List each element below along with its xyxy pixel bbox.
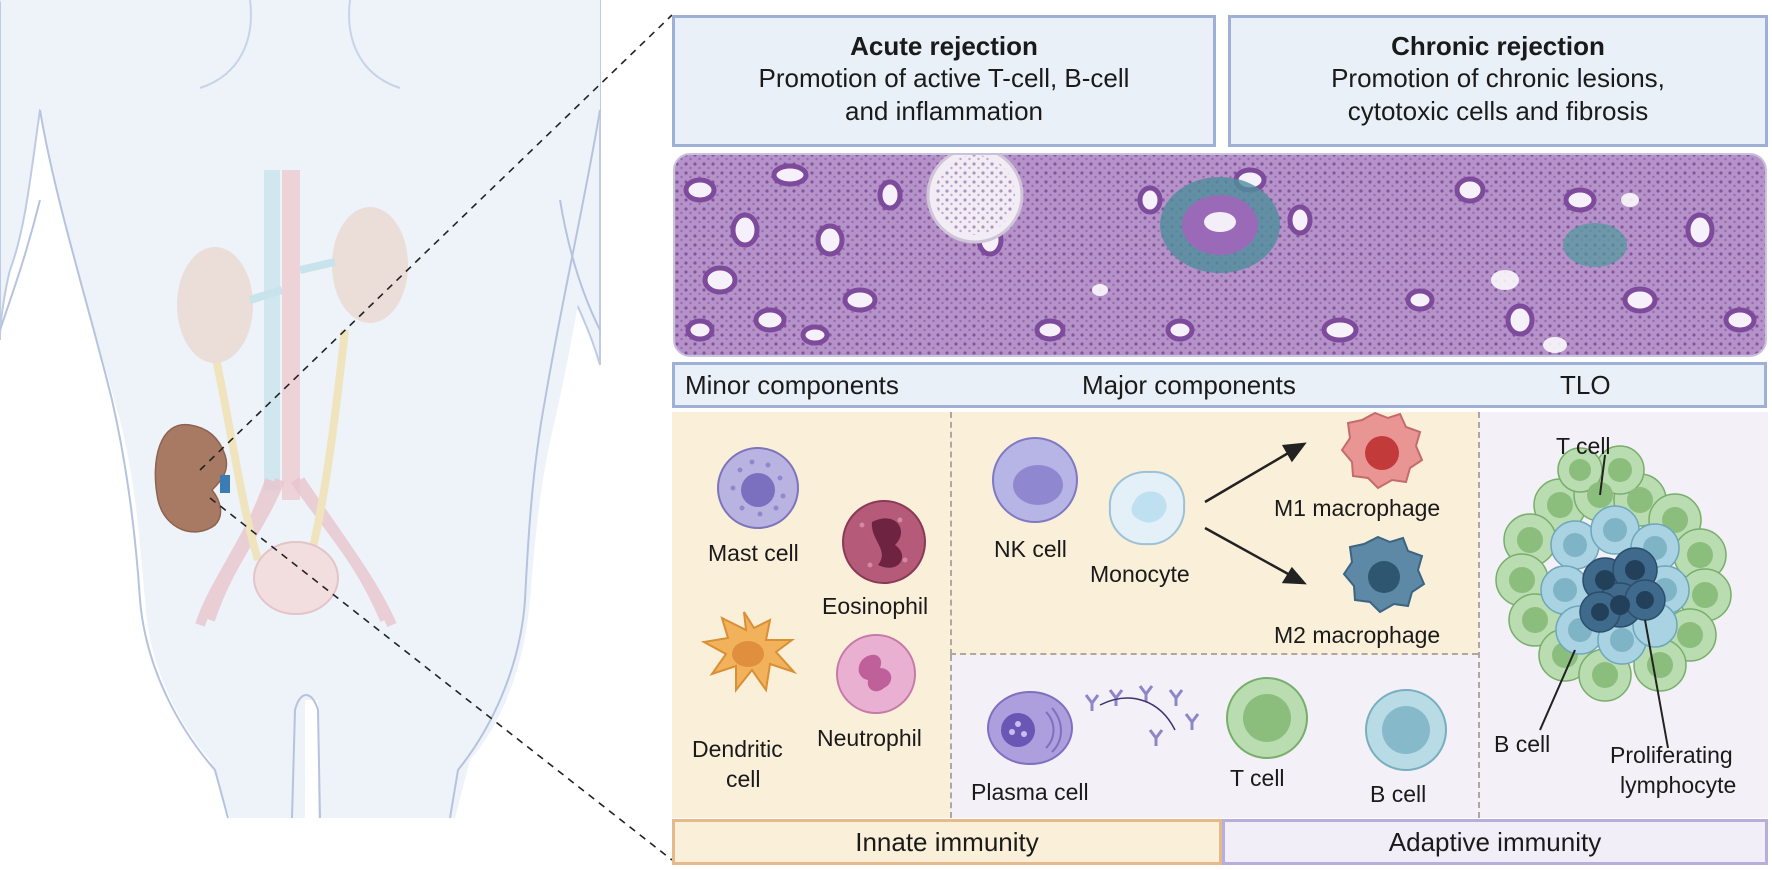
tlo-cluster: [1495, 445, 1732, 749]
plasma-cell-icon: [987, 691, 1073, 765]
tlo-t-cell-label: T cell: [1556, 433, 1611, 459]
renal-vessels: [248, 258, 336, 304]
eosinophil-label: Eosinophil: [822, 593, 929, 619]
minor-components-label: Minor components: [685, 370, 899, 400]
iliac-vessels: [195, 477, 397, 628]
nk-cell-label: NK cell: [994, 536, 1067, 562]
acute-line1: Promotion of active T-cell, B-cell: [758, 63, 1130, 93]
mast-cell-label: Mast cell: [708, 540, 799, 566]
dendritic-cell-icon: [700, 611, 798, 693]
mast-cell-icon: [717, 447, 799, 529]
m1-macrophage-label: M1 macrophage: [1274, 495, 1441, 521]
leg-gap: [291, 694, 321, 819]
body-outline-left: [39, 109, 229, 819]
proliferating-label-2: lymphocyte: [1620, 772, 1737, 798]
innate-immunity-bar: Innate immunity: [672, 819, 1222, 865]
chronic-title: Chronic rejection: [1391, 31, 1605, 61]
acute-title: Acute rejection: [850, 31, 1038, 61]
major-components-label: Major components: [1082, 370, 1296, 400]
b-cell-label: B cell: [1370, 781, 1427, 807]
monocyte-arrows: [1204, 442, 1307, 585]
t-cell-icon: [1226, 677, 1308, 759]
arm-left: [0, 199, 41, 331]
b-cell-icon: [1365, 689, 1447, 771]
m2-macrophage-label: M2 macrophage: [1274, 622, 1441, 648]
vena-cava: [264, 170, 280, 490]
zoom-line-bottom: [209, 497, 673, 861]
tlo-label: TLO: [1560, 370, 1611, 400]
monocyte-label: Monocyte: [1090, 561, 1190, 587]
chronic-rejection-box: Chronic rejection Promotion of chronic l…: [1228, 15, 1768, 147]
native-kidney-left: [177, 247, 253, 363]
neutrophil-icon: [836, 634, 916, 714]
proliferating-label-1: Proliferating: [1610, 742, 1733, 768]
transplanted-kidney: [154, 423, 228, 533]
dendritic-label-1: Dendritic: [692, 736, 783, 762]
graft-vessels: [220, 475, 230, 493]
acute-line2: and inflammation: [845, 96, 1043, 126]
t-cell-label: T cell: [1230, 765, 1285, 791]
neutrophil-label: Neutrophil: [817, 725, 922, 751]
eosinophil-icon: [842, 500, 926, 584]
body-outline-right: [449, 109, 601, 819]
m1-macrophage-icon: [1340, 411, 1424, 490]
chronic-line2: cytotoxic cells and fibrosis: [1347, 96, 1649, 126]
zoom-line-top: [199, 14, 673, 471]
dendritic-label-2: cell: [726, 766, 761, 792]
adaptive-immunity-bar: Adaptive immunity: [1222, 819, 1768, 865]
arm-right: [559, 199, 601, 331]
chronic-line1: Promotion of chronic lesions,: [1331, 63, 1665, 93]
components-bar: [672, 362, 1767, 408]
bladder: [253, 541, 339, 615]
plasma-cell-label: Plasma cell: [971, 779, 1089, 805]
neck-lines: [199, 0, 401, 89]
aorta: [282, 170, 300, 500]
tlo-b-cell-label: B cell: [1494, 731, 1551, 757]
acute-rejection-box: Acute rejection Promotion of active T-ce…: [672, 15, 1216, 147]
antibodies-icon: [1084, 685, 1200, 746]
nk-cell-icon: [992, 437, 1078, 523]
native-kidney-right: [332, 207, 408, 323]
ureters: [206, 329, 349, 562]
monocyte-icon: [1108, 470, 1186, 546]
m2-macrophage-icon: [1342, 535, 1426, 614]
